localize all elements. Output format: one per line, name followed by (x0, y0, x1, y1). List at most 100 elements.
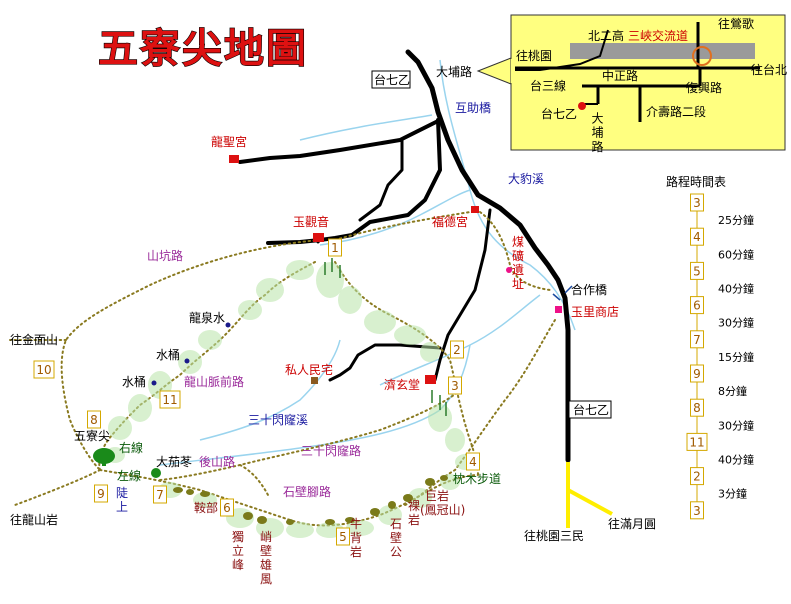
label-jixuan-temple: 濟玄堂 (384, 377, 420, 392)
temple-marker-longsheng (229, 155, 239, 163)
label-sanshi-creek: 三十閃窿溪 (248, 412, 308, 427)
checkpoint-box (153, 485, 167, 504)
inset-label-interchange: 三峽交流道 (628, 28, 688, 43)
inset-destination-dot (578, 102, 586, 110)
time-table-duration: 15分鐘 (718, 350, 754, 364)
inset-label-freeway: 北二高 (588, 28, 624, 43)
time-table-duration: 8分鐘 (718, 384, 747, 398)
coalmine-marker (506, 267, 512, 273)
spring-marker (225, 322, 231, 328)
forest-patch (256, 278, 284, 302)
time-table-point-number: 4 (693, 230, 701, 244)
inset-map (476, 14, 786, 151)
inset-label-to-taipei: 往台北 (751, 62, 787, 77)
inset-label-dapu-v: 大 埔 路 (590, 112, 604, 153)
label-private-house: 私人民宅 (285, 362, 333, 377)
inset-highway (570, 43, 755, 59)
label-to-longshanyan: 往龍山岩 (10, 512, 58, 527)
label-to-taoyuan-sanmin: 往桃園三民 (524, 528, 584, 543)
inset-label-tai7b: 台七乙 (541, 106, 577, 121)
label-hezuo-bridge: 合作橋 (571, 282, 607, 297)
forest-patch (364, 310, 396, 334)
time-table-point-number: 11 (689, 435, 704, 449)
road-to-longsheng (238, 118, 442, 164)
ridge-rocks (173, 475, 448, 525)
checkpoint-number: 7 (156, 488, 164, 502)
label-yuguanyin: 玉觀音 (293, 214, 329, 229)
inset-interchange-marker (692, 46, 712, 66)
road-private-house (328, 343, 442, 382)
forest-patch (394, 325, 426, 345)
checkpoint-number: 8 (90, 413, 98, 427)
forest-patch (286, 522, 314, 538)
label-coalmine: 煤 礦 遺 址 (512, 235, 528, 291)
label-longshan-rd: 龍山脈前路 (184, 374, 244, 389)
road-label-tai7b-bottom: 台七乙 (573, 402, 609, 417)
road-branch (358, 138, 404, 222)
tree-markers (324, 258, 447, 416)
label-duli-peak: 獨 立 峰 (232, 529, 248, 572)
label-dapu-rd: 大埔路 (436, 64, 472, 79)
time-table-point-box (690, 467, 704, 486)
label-right-route: 右線 (119, 440, 143, 455)
time-table-point-box (690, 364, 704, 383)
forest-patch (193, 492, 217, 508)
label-shankeng-rd: 山坑路 (147, 248, 183, 263)
time-table-point-box (690, 501, 704, 520)
label-giant-rock: 巨岩 (425, 488, 449, 503)
label-huzhu-bridge: 互助橋 (455, 101, 491, 115)
forest-patch (286, 260, 314, 280)
inset-label-zhongzheng: 中正路 (602, 68, 638, 83)
checkpoint-number: 10 (36, 363, 51, 377)
time-table-duration: 40分鐘 (718, 282, 754, 296)
trails (9, 211, 556, 527)
forest-patch (238, 300, 262, 320)
roads (238, 49, 571, 463)
checkpoint-box (450, 340, 464, 359)
yellow-roads (566, 462, 613, 528)
checkpoint-box (336, 527, 350, 546)
time-table-duration: 30分鐘 (718, 418, 754, 432)
time-table-point-number: 3 (693, 504, 701, 518)
label-zhenmu-trail: 枕木步道 (453, 471, 501, 486)
label-dajiaolian: 大茄苳 (156, 455, 192, 469)
label-dabao-creek: 大豹溪 (508, 171, 544, 186)
forest-patch (198, 330, 222, 350)
forest-patch (338, 286, 362, 314)
time-table-duration: 25分鐘 (718, 213, 754, 227)
time-table-point-number: 2 (693, 470, 701, 484)
checkpoint-number: 5 (339, 530, 347, 544)
time-table-duration: 3分鐘 (718, 487, 747, 501)
trail-shankeng (60, 239, 321, 471)
road-tai7b-main (405, 49, 571, 463)
forest-patch (420, 342, 440, 362)
summit-icon (93, 448, 115, 466)
label-longquan-spring: 龍泉水 (189, 310, 225, 325)
checkpoint-box (466, 452, 480, 471)
forest-patch (128, 394, 152, 422)
hezuo-bridge-icon (552, 285, 573, 301)
forest-patch (108, 416, 132, 440)
trail-to-longshanyan (14, 469, 101, 506)
water-bucket-marker-1 (184, 358, 190, 364)
time-table-point-box (690, 296, 704, 315)
label-to-manyue: 往滿月圓 (608, 516, 656, 531)
time-table-point-box (686, 432, 708, 451)
inset-pointer (476, 57, 512, 85)
label-fude-temple: 福德宮 (432, 214, 468, 229)
time-table-point-number: 7 (693, 333, 701, 347)
road-label-box-top (371, 70, 411, 89)
label-niubei-rock: 牛 背 岩 (350, 516, 366, 559)
time-table-point-number: 5 (693, 264, 701, 278)
label-shibi-rd: 石壁腳路 (283, 484, 331, 499)
label-yuli-shop: 玉里商店 (571, 304, 619, 319)
checkpoint-number: 6 (223, 501, 231, 515)
time-table-title: 路程時間表 (666, 174, 726, 189)
checkpoint-number: 4 (469, 455, 477, 469)
time-table-duration: 30分鐘 (718, 316, 754, 330)
time-table-point-box (690, 193, 704, 212)
